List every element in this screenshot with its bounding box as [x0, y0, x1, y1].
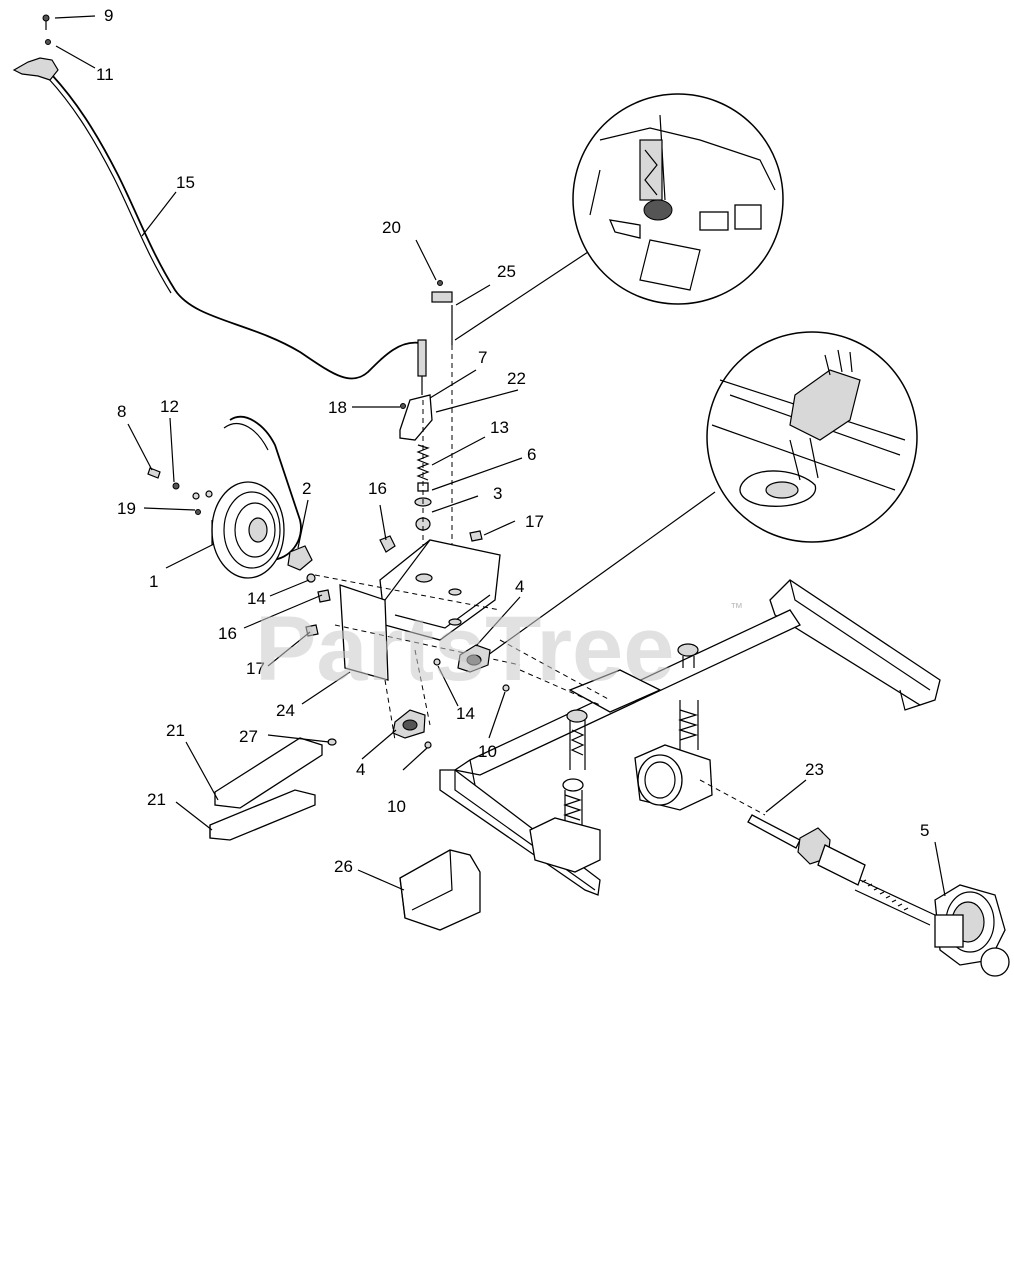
- clutch-part-5: [934, 884, 1010, 977]
- frame-assembly: [439, 579, 941, 896]
- drive-shaft: [747, 814, 936, 926]
- callout-13: 13: [490, 418, 509, 437]
- bolt-part-10-upper: [502, 684, 510, 692]
- callout-24: 24: [276, 701, 295, 720]
- callout-14-right: 14: [456, 704, 475, 723]
- callout-23: 23: [805, 760, 824, 779]
- callout-25: 25: [497, 262, 516, 281]
- callout-labels: 1 2 3 4 4 5 6 7 8 9 10 10 11 12 13 14 14…: [96, 6, 929, 876]
- callout-17-lower: 17: [246, 659, 265, 678]
- callout-16-upper: 16: [368, 479, 387, 498]
- callout-6: 6: [527, 445, 536, 464]
- callout-27: 27: [239, 727, 258, 746]
- plate-part-21-lower: [209, 789, 316, 841]
- cable-assembly: [12, 14, 427, 395]
- callout-21-upper: 21: [166, 721, 185, 740]
- partstree-watermark: PartsTree ™: [255, 598, 743, 700]
- watermark-text: PartsTree: [255, 598, 674, 700]
- callout-15: 15: [176, 173, 195, 192]
- plate-part-21-upper: [214, 737, 323, 809]
- nut-part-16-upper: [379, 535, 396, 553]
- leader-upper-inset: [454, 251, 589, 341]
- fastener-part-27: [327, 738, 337, 746]
- callout-8: 8: [117, 402, 126, 421]
- callout-21-lower: 21: [147, 790, 166, 809]
- callout-3: 3: [493, 484, 502, 503]
- bearing-upper: [457, 644, 491, 673]
- callout-22: 22: [507, 369, 526, 388]
- callout-10-lower: 10: [387, 797, 406, 816]
- mounting-bracket: [314, 539, 521, 681]
- spring-stack: [399, 280, 453, 590]
- bearing-lower: [392, 709, 426, 739]
- bracket-part-2: [287, 545, 313, 571]
- callout-1: 1: [149, 572, 158, 591]
- callout-7: 7: [478, 348, 487, 367]
- callout-4-upper: 4: [515, 577, 524, 596]
- leader-lines: [54, 15, 946, 897]
- callout-16-lower: 16: [218, 624, 237, 643]
- bolt-part-17-upper: [469, 530, 483, 542]
- guard-part-26: [399, 849, 481, 931]
- pulley-hardware: [147, 467, 213, 515]
- callout-5: 5: [920, 821, 929, 840]
- leader-lower-inset: [487, 491, 716, 656]
- callout-17-upper: 17: [525, 512, 544, 531]
- pulley-belt-assembly: [211, 415, 302, 579]
- callout-26: 26: [334, 857, 353, 876]
- watermark-trademark: ™: [730, 600, 743, 615]
- detail-inset-lower: [706, 331, 918, 543]
- callout-4-lower: 4: [356, 760, 365, 779]
- callout-14-left: 14: [247, 589, 266, 608]
- callout-10-upper: 10: [478, 742, 497, 761]
- washer-part-14-lower: [433, 658, 441, 666]
- callout-11: 11: [96, 65, 114, 84]
- callout-20: 20: [382, 218, 401, 237]
- callout-18: 18: [328, 398, 347, 417]
- callout-2: 2: [302, 479, 311, 498]
- callout-9: 9: [104, 6, 113, 25]
- bolt-part-10-lower: [424, 741, 432, 749]
- detail-inset-upper: [572, 93, 784, 305]
- callout-19: 19: [117, 499, 136, 518]
- callout-12: 12: [160, 397, 179, 416]
- nut-part-16-left: [317, 589, 331, 603]
